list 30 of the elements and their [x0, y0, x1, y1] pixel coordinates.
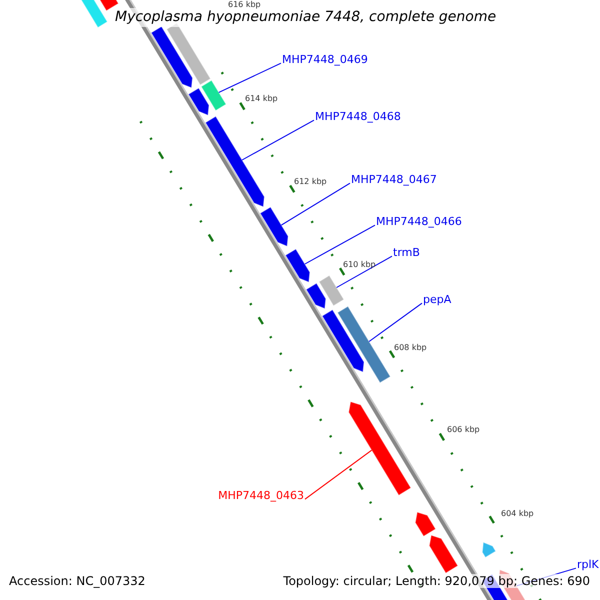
accession-text: Accession: NC_007332	[9, 574, 146, 588]
leader-line	[368, 302, 422, 342]
gene-bar	[348, 401, 412, 496]
leader-line	[218, 62, 282, 93]
scale-label: 616 kbp	[228, 0, 261, 10]
gene-bar	[284, 248, 310, 283]
gene-label: trmB	[393, 246, 420, 260]
leader-line	[242, 120, 314, 160]
gene-bar	[204, 116, 265, 208]
leader-line	[304, 450, 372, 500]
scale-label: 612 kbp	[294, 177, 327, 187]
gene-label: MHP7448_0469	[282, 53, 368, 66]
gene-bar	[336, 306, 391, 384]
leader-line	[336, 256, 392, 288]
gene-label: pepA	[423, 293, 452, 306]
gene-label: MHP7448_0468	[315, 110, 401, 124]
scale-label: 606 kbp	[447, 425, 480, 435]
gene-bar	[200, 80, 227, 112]
gene-label: MHP7448_0467	[351, 173, 437, 186]
leader-line	[280, 182, 350, 226]
scale-label: 604 kbp	[501, 509, 534, 519]
gene-label: MHP7448_0466	[376, 215, 462, 228]
gene-label: rplK	[577, 558, 599, 572]
gene-label: MHP7448_0463	[218, 489, 304, 502]
gene-bar	[260, 206, 289, 247]
scale-label: 610 kbp	[343, 260, 376, 270]
scale-label: 614 kbp	[245, 94, 278, 104]
genome-summary-text: Topology: circular; Length: 920,079 bp; Genes: 690	[283, 574, 590, 588]
leader-line	[304, 224, 376, 264]
gene-bar	[318, 274, 344, 306]
